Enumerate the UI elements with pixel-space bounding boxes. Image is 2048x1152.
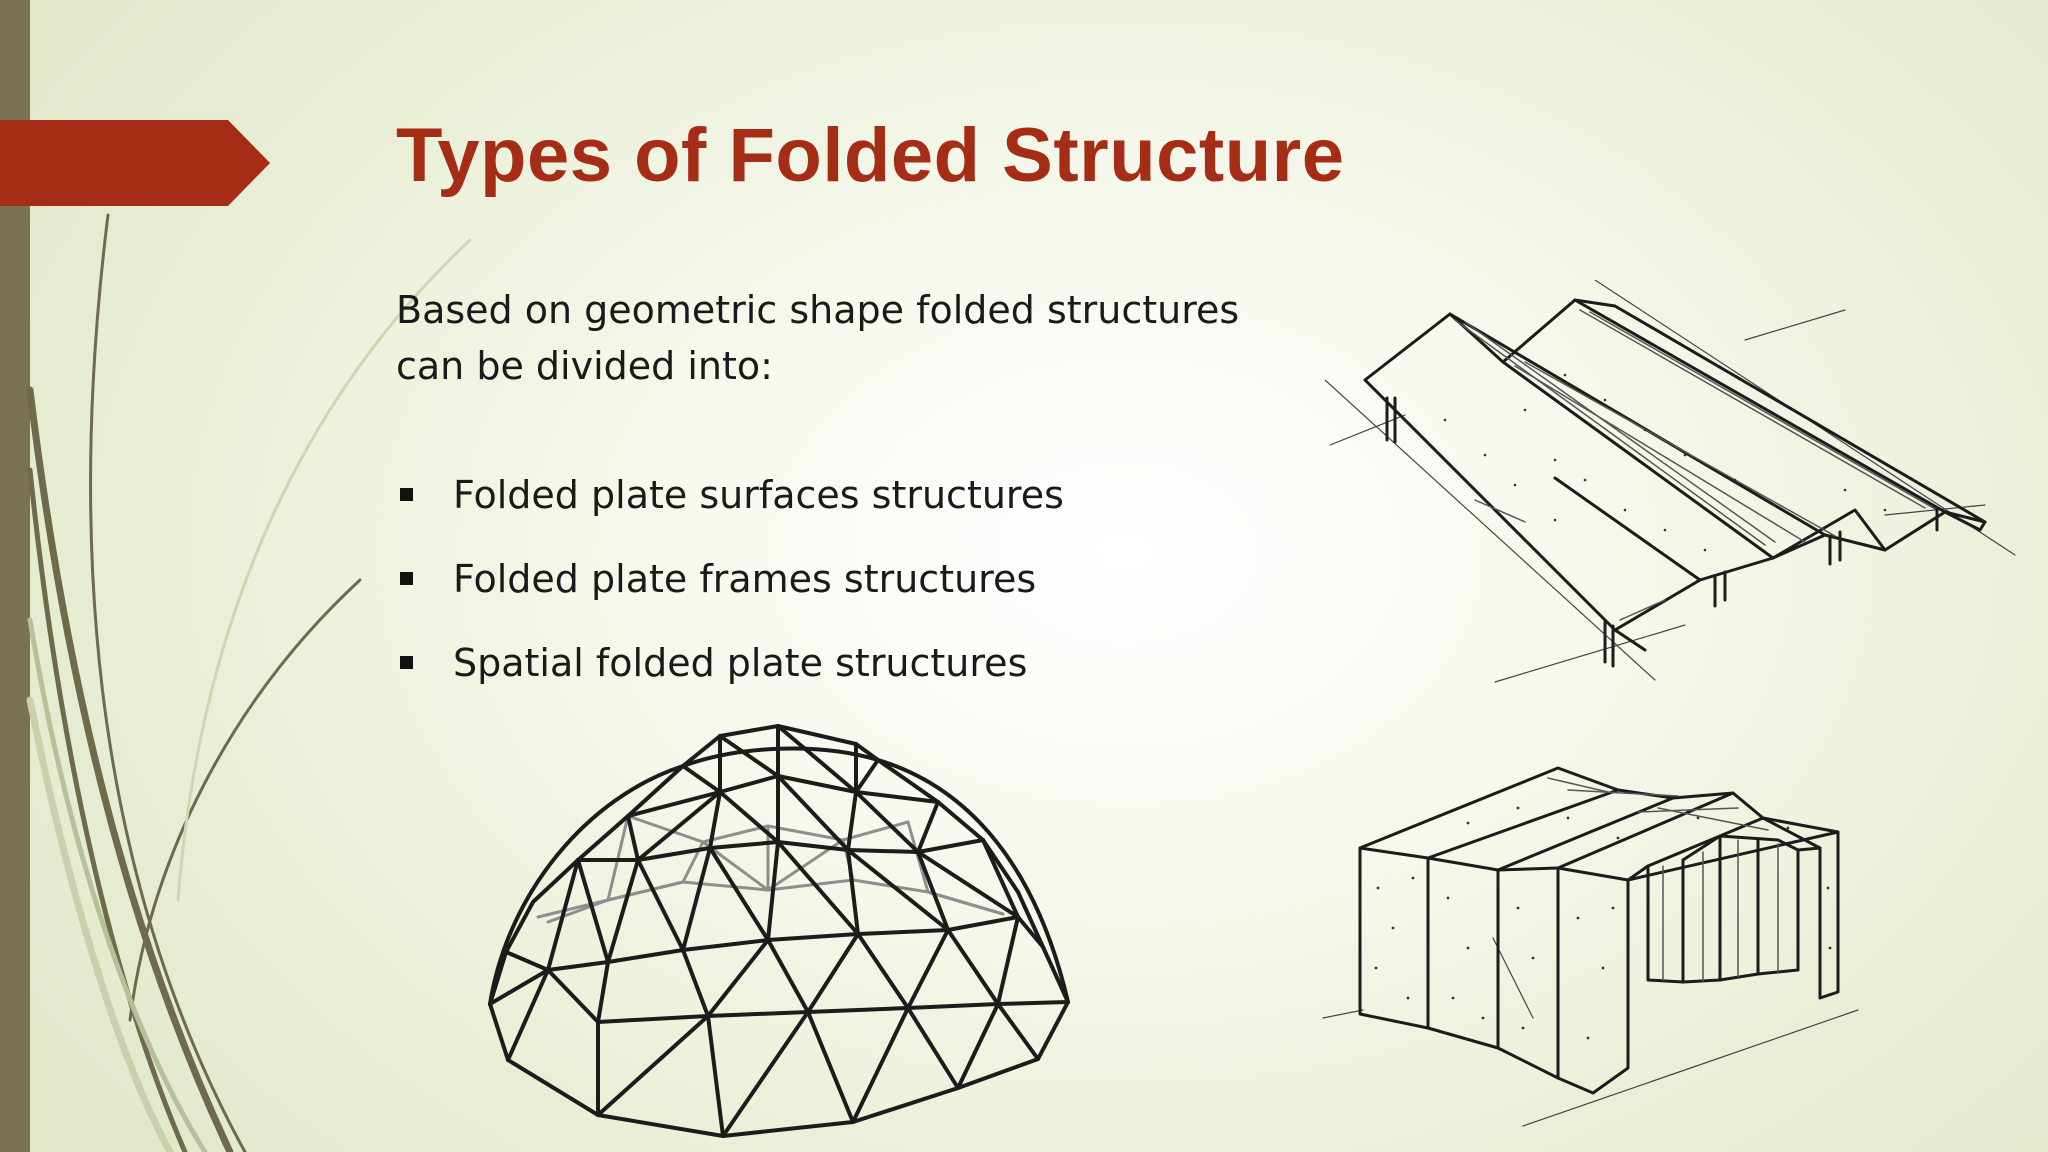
- folded-plate-frame-drawing: [1322, 766, 1859, 1127]
- title-arrow-tab: [0, 120, 270, 206]
- decorative-swoosh-lines: [26, 213, 472, 1152]
- square-bullet-icon: [400, 656, 413, 669]
- intro-line: Based on geometric shape folded structur…: [396, 288, 1240, 332]
- slide-title: Types of Folded Structure: [396, 113, 1345, 198]
- bullet-text: Folded plate surfaces structures: [453, 473, 1064, 517]
- bullet-text: Spatial folded plate structures: [453, 641, 1028, 685]
- square-bullet-icon: [400, 488, 413, 501]
- intro-paragraph: Based on geometric shape folded structur…: [396, 282, 1296, 394]
- folded-plate-roof-drawing: [1325, 280, 2016, 683]
- intro-line: can be divided into:: [396, 344, 773, 388]
- geodesic-dome-drawing: [488, 724, 1070, 1138]
- square-bullet-icon: [400, 572, 413, 585]
- bullet-text: Folded plate frames structures: [453, 557, 1037, 601]
